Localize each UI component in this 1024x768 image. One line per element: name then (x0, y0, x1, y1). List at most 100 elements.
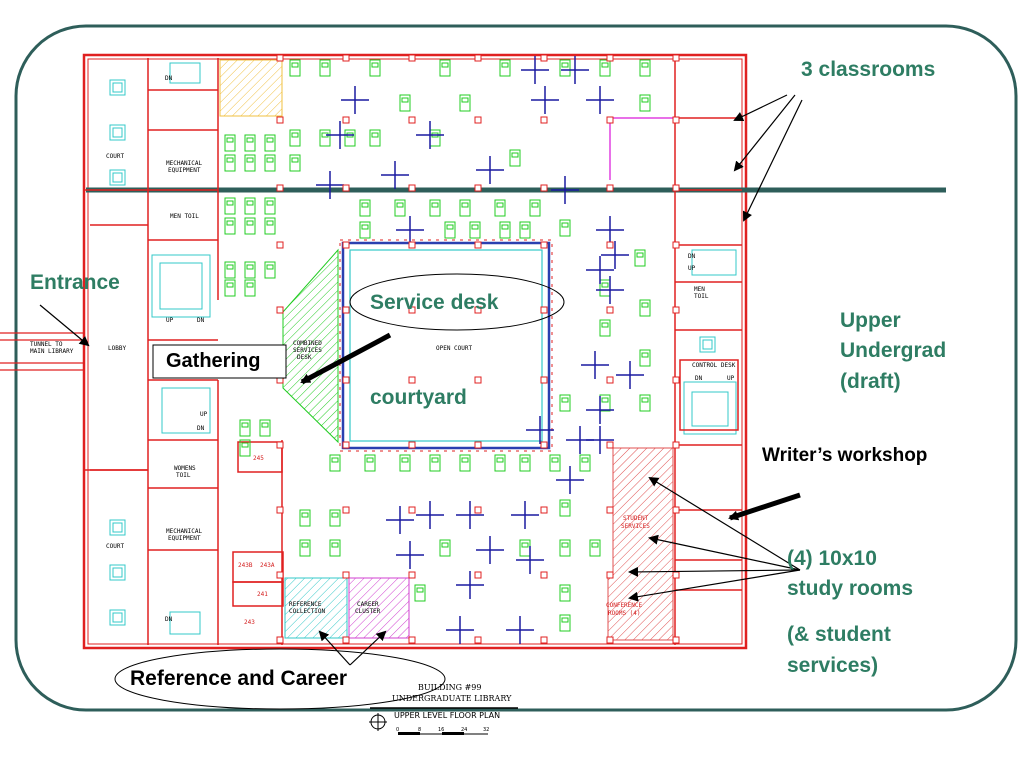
study-chair-41 (501, 62, 509, 68)
column-54 (606, 306, 614, 314)
study-chair-4 (246, 157, 254, 163)
study-chair-33 (501, 224, 509, 230)
mechanical-label-bottom-2: EQUIPMENT (168, 535, 201, 542)
study-chair-74 (561, 587, 569, 593)
study-table-54 (559, 394, 571, 412)
column-17 (342, 506, 350, 514)
study-table-40 (439, 59, 451, 77)
column-60 (672, 54, 680, 62)
study-chair-56 (366, 457, 374, 463)
lower-left-rooms (232, 440, 284, 645)
study-chair-14 (246, 200, 254, 206)
column-33 (474, 241, 482, 249)
room-241-label: 241 (257, 591, 268, 598)
combined-label-1: COMBINED (293, 340, 322, 347)
study-chair-64 (301, 512, 309, 518)
scale-32: 32 (483, 727, 489, 733)
column-20 (408, 54, 416, 62)
column-40 (540, 54, 548, 62)
study-chair-62 (551, 457, 559, 463)
study-table-30 (359, 221, 371, 239)
reference-career-ellipse (114, 648, 446, 710)
study-table-8 (289, 129, 301, 147)
study-chair-40 (441, 62, 449, 68)
reference-collection-zone (284, 577, 348, 639)
study-chair-21 (266, 264, 274, 270)
study-table-11 (344, 129, 356, 147)
study-chair-2 (266, 137, 274, 143)
plan-labels: COURT COURT MECHANICAL EQUIPMENT MECHANI… (30, 75, 736, 626)
study-rooms-line2: study rooms (787, 577, 914, 600)
control-desk-label: CONTROL DESK (692, 362, 736, 369)
study-table-27 (459, 199, 471, 217)
column-13 (342, 241, 350, 249)
study-table-44 (639, 94, 651, 112)
study-table-33 (499, 221, 511, 239)
study-chair-38 (401, 97, 409, 103)
scale-8: 8 (418, 727, 421, 733)
column-68 (672, 571, 680, 579)
right-wing-walls (674, 58, 742, 645)
study-table-17 (244, 217, 256, 235)
entrance-callout: Entrance (30, 271, 120, 294)
study-table-10 (319, 129, 331, 147)
column-46 (540, 441, 548, 449)
column-67 (672, 506, 680, 514)
study-chair-5 (266, 157, 274, 163)
study-chair-9 (291, 157, 299, 163)
study-chair-73 (416, 587, 424, 593)
student-services-line1: (& student (787, 623, 891, 646)
stair-dn-label-2: DN (197, 425, 205, 432)
column-21 (408, 116, 416, 124)
column-38 (474, 571, 482, 579)
stair-dn-label-bottom: DN (165, 616, 173, 623)
study-chair-55 (331, 457, 339, 463)
study-table-0 (224, 134, 236, 152)
study-table-41 (499, 59, 511, 77)
column-1 (276, 116, 284, 124)
study-table-7 (319, 59, 331, 77)
upper-undergrad-line3: (draft) (840, 370, 901, 393)
tunnel-label-1: TUNNEL TO (30, 341, 63, 348)
column-55 (606, 376, 614, 384)
lobby-label: LOBBY (108, 345, 126, 352)
conference-label-1: CONFERENCE (606, 602, 643, 609)
study-table-42 (559, 59, 571, 77)
study-chair-29 (531, 202, 539, 208)
study-chair-77 (261, 422, 269, 428)
study-table-18 (264, 217, 276, 235)
study-chair-37 (461, 97, 469, 103)
study-chair-7 (321, 62, 329, 68)
room-243-label: 243 (244, 619, 255, 626)
column-51 (606, 116, 614, 124)
column-27 (408, 506, 416, 514)
study-chair-16 (226, 220, 234, 226)
study-table-43 (639, 59, 651, 77)
study-chair-65 (331, 512, 339, 518)
study-table-62 (549, 454, 561, 472)
study-table-57 (399, 454, 411, 472)
study-table-71 (439, 539, 451, 557)
stair-dn-label-right: DN (688, 253, 696, 260)
title-block: BUILDING #99 UNDERGRADUATE LIBRARY UPPER… (369, 683, 518, 735)
scale-0: 0 (396, 727, 399, 733)
study-table-48 (599, 279, 611, 297)
mens-toilet-label: MEN TOIL (170, 213, 199, 220)
column-22 (408, 184, 416, 192)
column-11 (342, 116, 350, 124)
column-25 (408, 376, 416, 384)
mens-toilet-right-label-2: TOIL (694, 293, 709, 300)
column-44 (540, 306, 548, 314)
study-chair-1 (246, 137, 254, 143)
upper-undergrad-line2: Undergrad (840, 339, 947, 362)
study-table-4 (244, 154, 256, 172)
column-18 (342, 571, 350, 579)
study-table-2 (264, 134, 276, 152)
column-39 (474, 636, 482, 644)
column-34 (474, 306, 482, 314)
study-table-26 (429, 199, 441, 217)
column-56 (606, 441, 614, 449)
study-chair-13 (226, 200, 234, 206)
study-chair-61 (521, 457, 529, 463)
